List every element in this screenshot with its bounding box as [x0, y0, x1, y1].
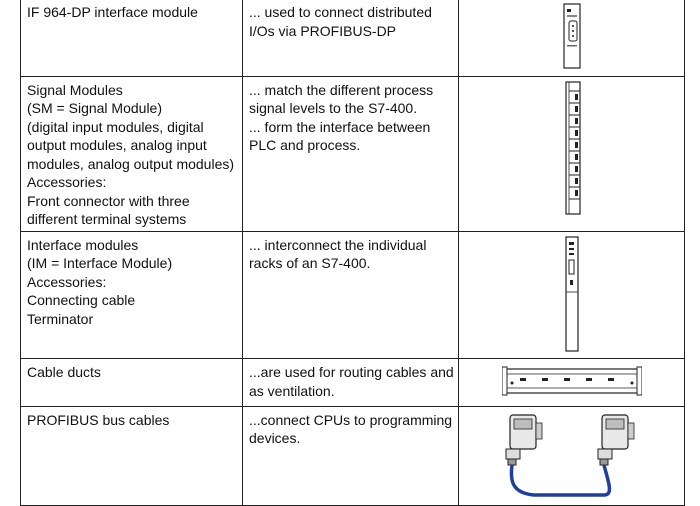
- table-row: Cable ducts ...are used for routing cabl…: [20, 358, 685, 407]
- profibus-cable-icon: [505, 413, 634, 497]
- image-cell: [458, 0, 685, 77]
- function-text: PLC and process.: [249, 137, 361, 153]
- function-text: I/Os via PROFIBUS-DP: [249, 22, 397, 39]
- function-text: racks of an S7-400.: [249, 255, 371, 271]
- image-cell: [458, 358, 685, 407]
- component-text: Terminator: [27, 310, 94, 327]
- function-cell: ... interconnect the individual racks of…: [242, 230, 459, 359]
- function-text: ... form the interface between: [249, 118, 431, 135]
- component-text: Accessories:: [27, 174, 107, 190]
- component-cell: Cable ducts: [20, 358, 243, 407]
- function-text: signal levels to the S7-400.: [249, 100, 418, 116]
- function-cell: ...connect CPUs to programming devices.: [242, 405, 459, 506]
- component-text: Accessories:: [27, 273, 107, 290]
- function-text: ... used to connect distributed: [249, 4, 432, 20]
- function-text: ...are used for routing cables and: [249, 364, 454, 380]
- table-row: IF 964-DP interface module ... used to c…: [20, 0, 685, 77]
- component-cell: Interface modules (IM = Interface Module…: [20, 230, 243, 359]
- component-text: Signal Modules: [27, 81, 123, 98]
- function-text: devices.: [249, 430, 301, 446]
- function-text: ... interconnect the individual: [249, 236, 427, 253]
- image-cell: [458, 75, 685, 232]
- function-text: as ventilation.: [249, 382, 335, 399]
- component-text: Cable ducts: [27, 364, 101, 380]
- table-row: Signal Modules (SM = Signal Module) (dig…: [20, 75, 685, 232]
- component-cell: PROFIBUS bus cables: [20, 405, 243, 506]
- image-cell: [458, 230, 685, 359]
- component-text: Interface modules: [27, 236, 139, 253]
- function-cell: ... used to connect distributed I/Os via…: [242, 0, 459, 77]
- component-cell: IF 964-DP interface module: [20, 0, 243, 77]
- function-text: ... match the different process: [249, 81, 434, 98]
- function-cell: ... match the different process signal l…: [242, 75, 459, 232]
- signal-module-icon: [564, 80, 581, 215]
- component-text: modules, analog output modules): [27, 155, 235, 172]
- components-table: IF 964-DP interface module ... used to c…: [20, 0, 685, 506]
- image-cell: [458, 405, 685, 506]
- component-text: (digital input modules, digital: [27, 118, 204, 135]
- function-cell: ...are used for routing cables and as ve…: [242, 358, 459, 407]
- component-text: IF 964-DP interface module: [27, 4, 198, 20]
- component-text: (SM = Signal Module): [27, 100, 163, 116]
- component-text: Front connector with three: [27, 192, 190, 209]
- component-text: PROFIBUS bus cables: [27, 411, 170, 428]
- interface-module-if964-icon: [562, 3, 581, 69]
- interface-module-im-icon: [564, 235, 579, 352]
- table-row: Interface modules (IM = Interface Module…: [20, 230, 685, 359]
- component-text: different terminal systems: [27, 211, 187, 227]
- component-cell: Signal Modules (SM = Signal Module) (dig…: [20, 75, 243, 232]
- table-row: PROFIBUS bus cables ...connect CPUs to p…: [20, 405, 685, 506]
- component-text: output modules, analog input: [27, 137, 207, 153]
- component-text: Connecting cable: [27, 292, 136, 308]
- function-text: ...connect CPUs to programming: [249, 411, 453, 428]
- component-text: (IM = Interface Module): [27, 255, 173, 271]
- cable-duct-icon: [501, 366, 642, 396]
